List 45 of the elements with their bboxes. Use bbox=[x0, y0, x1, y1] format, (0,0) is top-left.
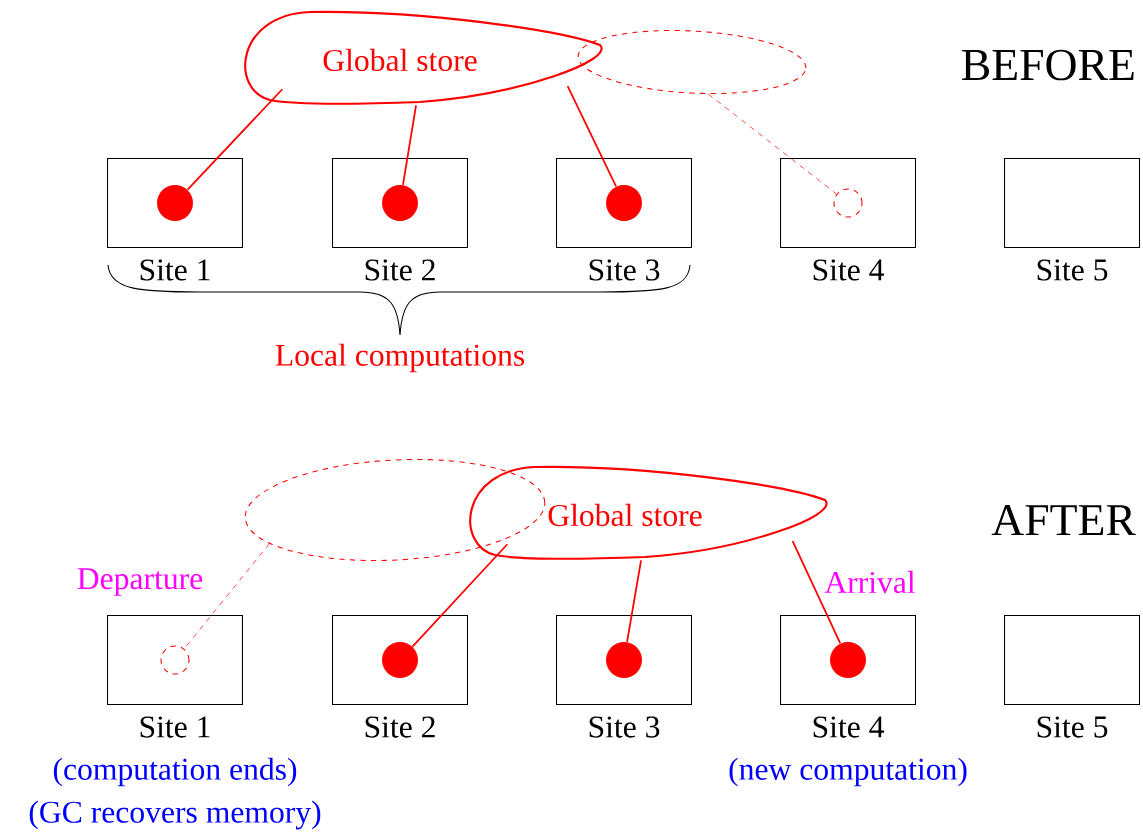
site-box: Site 1 bbox=[107, 158, 243, 281]
connector-line bbox=[186, 88, 284, 191]
site-box: Site 2 bbox=[332, 158, 468, 281]
site-box: Site 2 bbox=[332, 615, 468, 738]
connector-line bbox=[707, 93, 837, 195]
node-label: Site 5 bbox=[1037, 259, 1108, 281]
connector-line bbox=[791, 540, 842, 645]
ghost-circle bbox=[833, 188, 863, 218]
connector-line bbox=[626, 559, 642, 643]
ghost-outline bbox=[577, 30, 807, 94]
token-dot bbox=[157, 185, 193, 221]
ghost-outline bbox=[244, 458, 546, 562]
token-dot bbox=[830, 642, 866, 678]
site-caption: (new computation) bbox=[729, 757, 967, 787]
store-blob: Global store bbox=[244, 10, 603, 105]
site-box: Site 5 bbox=[1004, 158, 1141, 281]
token-dot bbox=[382, 185, 418, 221]
event-label: Arrival bbox=[824, 570, 916, 594]
site-box: Site 1 bbox=[107, 615, 243, 738]
token-dot bbox=[382, 642, 418, 678]
section-heading: AFTER bbox=[991, 504, 1136, 536]
node-label: Site 1 bbox=[140, 259, 210, 281]
site-box: Site 4 bbox=[780, 615, 916, 738]
node-label: Site 3 bbox=[589, 259, 660, 281]
event-label: Departure bbox=[77, 568, 203, 596]
site-box: Site 3 bbox=[556, 158, 692, 281]
node-label: Site 3 bbox=[589, 716, 660, 738]
token-dot bbox=[606, 642, 642, 678]
store-blob: Global store bbox=[469, 465, 828, 560]
connector-line bbox=[402, 104, 417, 186]
brace-label: Local computations bbox=[275, 343, 525, 373]
node-label: Site 5 bbox=[1037, 716, 1108, 738]
node-label: Site 2 bbox=[365, 716, 435, 738]
site-box: Site 3 bbox=[556, 615, 692, 738]
token-dot bbox=[606, 185, 642, 221]
site-box: Site 5 bbox=[1004, 615, 1141, 738]
site-box: Site 4 bbox=[780, 158, 916, 281]
ghost-circle bbox=[160, 645, 190, 675]
site-caption: (GC recovers memory) bbox=[29, 800, 321, 830]
site-caption: (computation ends) bbox=[53, 757, 297, 787]
section-heading: BEFORE bbox=[962, 49, 1134, 81]
connector-line bbox=[411, 543, 509, 648]
connector-line bbox=[566, 85, 617, 188]
node-label: Site 2 bbox=[365, 259, 435, 281]
node-label: Site 4 bbox=[813, 259, 884, 281]
